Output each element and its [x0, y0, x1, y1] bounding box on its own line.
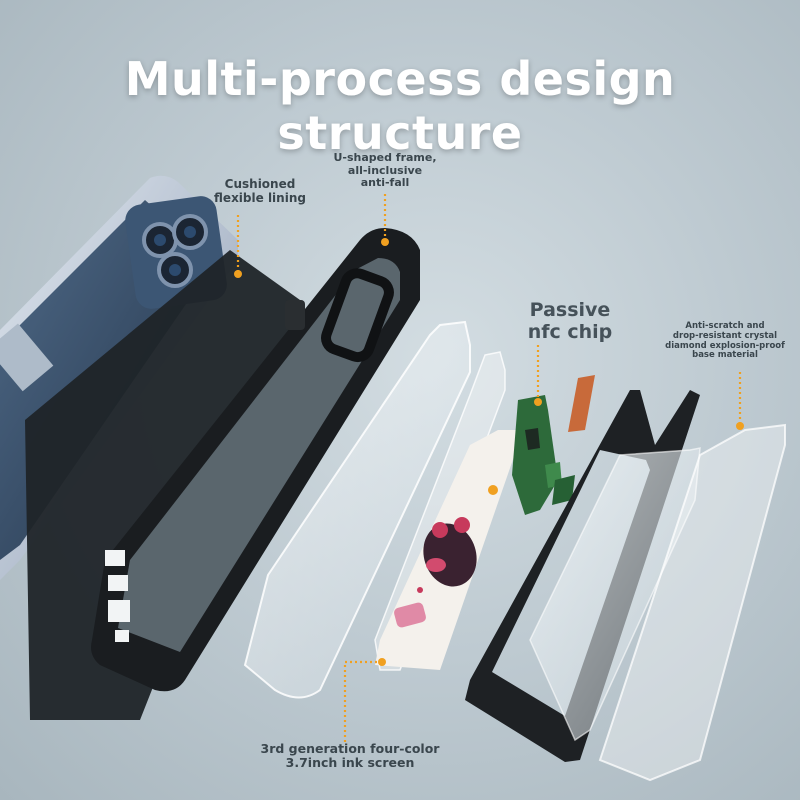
- u-shaped-frame: [91, 228, 420, 692]
- label-line: nfc chip: [527, 320, 613, 343]
- label-line: U-shaped frame,: [333, 151, 437, 164]
- label-ink-screen: 3rd generation four-color 3.7inch ink sc…: [235, 741, 465, 771]
- label-line: anti-fall: [360, 176, 410, 190]
- ink-screen: [375, 430, 520, 670]
- camera-module: [125, 196, 227, 309]
- label-nfc-chip: Passive nfc chip: [515, 299, 625, 344]
- label-line: base material: [692, 350, 758, 361]
- label-line: flexible lining: [214, 190, 306, 205]
- label-crystal-base: Anti-scratch and drop-resistant crystal …: [655, 321, 795, 361]
- label-line: all-inclusive: [347, 163, 423, 177]
- label-line: Cushioned: [224, 177, 296, 191]
- nfc-antenna: [568, 375, 595, 432]
- front-glass: [598, 423, 786, 782]
- label-line: Anti-scratch and: [685, 321, 765, 331]
- label-line: diamond explosion-proof: [665, 340, 785, 351]
- clear-shell: [243, 320, 471, 699]
- callout-lines: [236, 194, 742, 742]
- page-title: Multi-process design structure: [124, 52, 676, 160]
- nfc-chip: [512, 375, 595, 515]
- label-cushioned-lining: Cushioned flexible lining: [205, 177, 315, 206]
- label-line: drop-resistant crystal: [672, 330, 778, 341]
- cushioned-lining: [25, 250, 300, 720]
- callout-dots: [234, 238, 744, 666]
- label-line: 3.7inch ink screen: [285, 755, 415, 771]
- ink-pointer: [343, 660, 382, 742]
- label-line: Passive: [529, 299, 611, 321]
- label-line: 3rd generation four-color: [260, 741, 440, 756]
- label-u-shaped-frame: U-shaped frame, all-inclusive anti-fall: [320, 151, 450, 190]
